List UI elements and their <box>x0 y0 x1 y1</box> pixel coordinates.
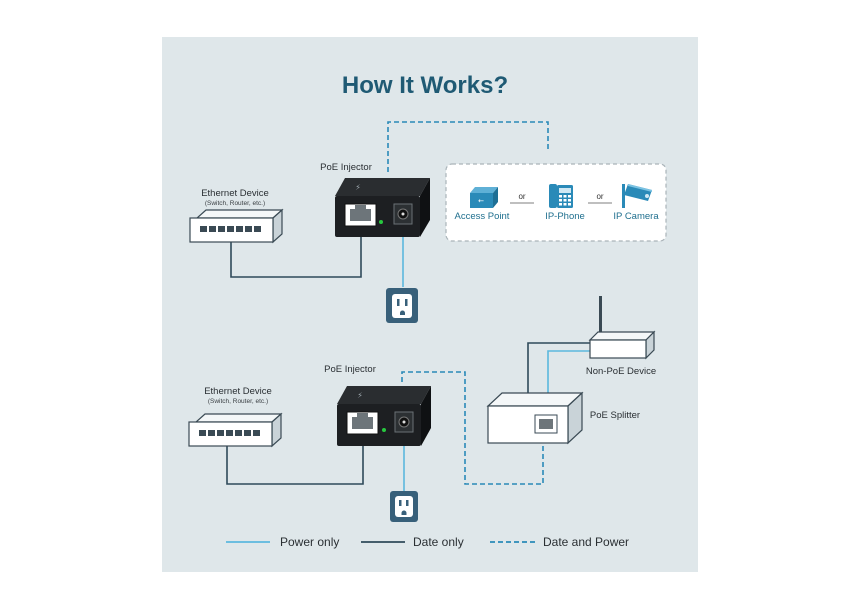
legend: Power only Date only Date and Power <box>226 535 629 549</box>
diagram-title: How It Works? <box>342 72 508 99</box>
powered-devices-box: ← Access Point or IP-Phone <box>445 163 667 242</box>
bottom-injector-label: PoE Injector <box>324 364 376 375</box>
non-poe-device-label: Non-PoE Device <box>586 366 656 377</box>
poe-injector-icon: ⚡ <box>337 386 431 446</box>
switch-icon <box>188 412 283 448</box>
bottom-ethernet-device-sublabel: (Switch, Router, etc.) <box>208 398 268 405</box>
bottom-connections <box>226 342 593 491</box>
top-ethernet-device: Ethernet Device (Switch, Router, etc.) <box>189 188 284 244</box>
access-point-item: ← Access Point <box>455 187 510 222</box>
separator-or-2: or <box>596 192 603 201</box>
bottom-poe-injector: PoE Injector ⚡ <box>324 364 431 446</box>
top-ethernet-device-sublabel: (Switch, Router, etc.) <box>205 200 265 207</box>
legend-date-and-power-label: Date and Power <box>543 535 629 549</box>
ip-phone-label: IP-Phone <box>545 211 585 222</box>
access-point-label: Access Point <box>455 211 510 222</box>
legend-item-date-only: Date only <box>361 535 464 549</box>
top-ethernet-device-label: Ethernet Device <box>201 188 269 199</box>
legend-power-only-label: Power only <box>280 535 339 549</box>
legend-item-power-only: Power only <box>226 535 339 549</box>
access-point-icon: ← <box>470 187 498 208</box>
poe-injector-icon: ⚡ <box>335 178 430 237</box>
splitter-power-only-line <box>547 350 593 393</box>
bottom-data-power-line <box>401 371 544 485</box>
poe-splitter-label: PoE Splitter <box>590 410 640 421</box>
top-poe-injector: PoE Injector ⚡ <box>320 162 430 237</box>
ip-phone-icon <box>549 184 573 208</box>
ip-phone-item: IP-Phone <box>545 184 585 222</box>
splitter-data-only-line <box>527 342 593 393</box>
svg-text:⚡: ⚡ <box>355 183 361 192</box>
top-connections <box>230 121 549 287</box>
diagram-panel <box>162 37 698 572</box>
top-data-only-line <box>230 236 362 278</box>
legend-item-date-and-power: Date and Power <box>490 535 629 549</box>
top-power-outlet-icon <box>386 288 418 323</box>
switch-icon <box>189 208 284 244</box>
bottom-ethernet-device-label: Ethernet Device <box>204 386 272 397</box>
top-injector-label: PoE Injector <box>320 162 372 173</box>
poe-splitter: PoE Splitter <box>486 391 640 445</box>
separator-or-1: or <box>518 192 525 201</box>
non-poe-device: Non-PoE Device <box>586 296 656 377</box>
legend-date-only-label: Date only <box>413 535 464 549</box>
svg-text:←: ← <box>478 197 484 205</box>
bottom-data-only-line <box>226 445 364 485</box>
ip-camera-icon <box>622 184 652 208</box>
svg-text:⚡: ⚡ <box>357 391 363 400</box>
poe-splitter-icon <box>486 391 584 445</box>
ip-camera-label: IP Camera <box>613 211 659 222</box>
bottom-power-outlet-icon <box>390 491 418 522</box>
bottom-ethernet-device: Ethernet Device (Switch, Router, etc.) <box>188 386 283 448</box>
router-icon <box>588 296 656 360</box>
top-data-power-line <box>387 121 549 172</box>
ip-camera-item: IP Camera <box>613 184 659 222</box>
